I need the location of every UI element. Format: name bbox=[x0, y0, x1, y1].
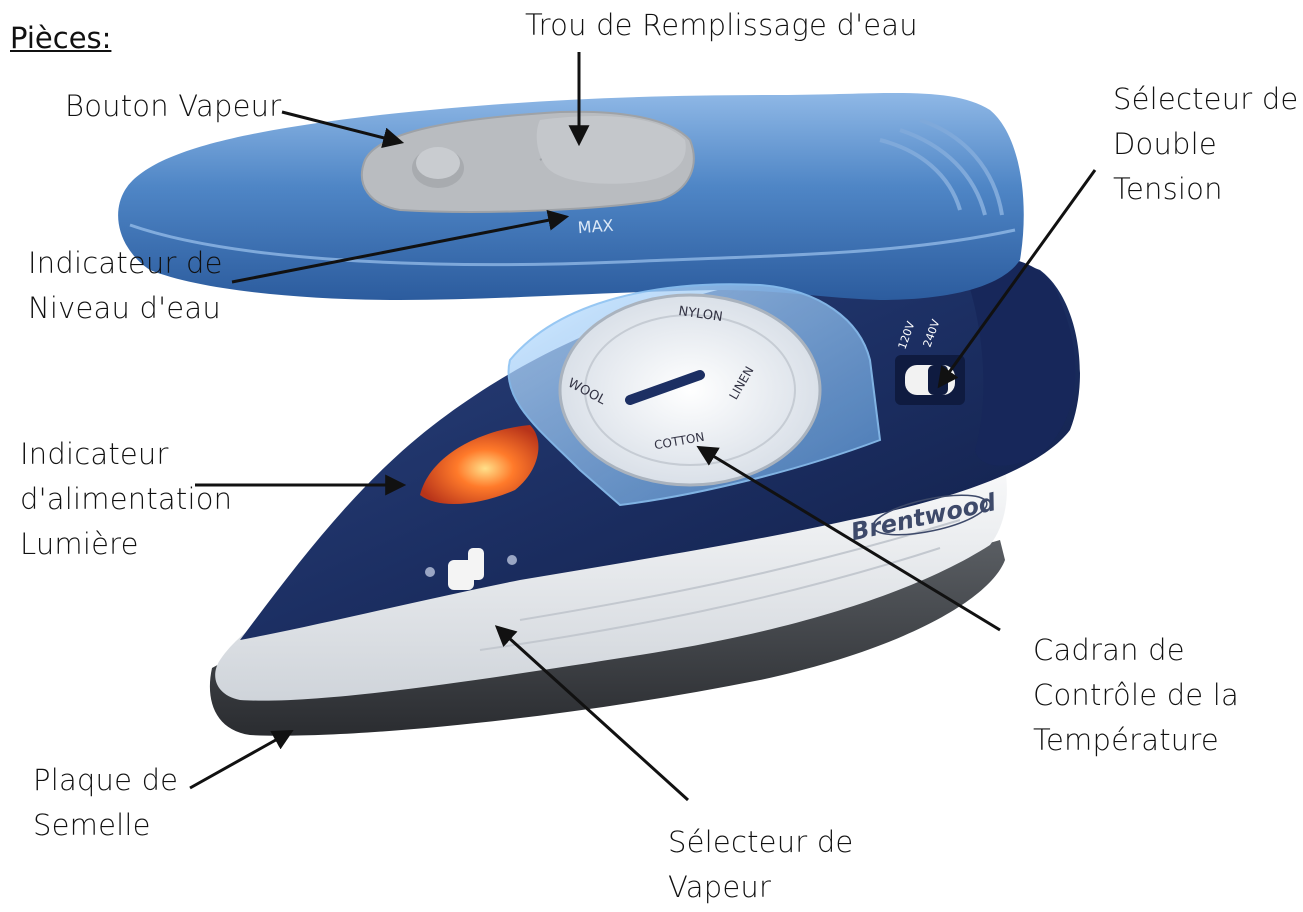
label-fill-hole: Trou de Remplissage d'eau bbox=[525, 8, 918, 42]
arrow-dual-voltage bbox=[937, 169, 1097, 389]
svg-text:NYLON: NYLON bbox=[677, 304, 723, 325]
label-power-light: Indicateur d'alimentation Lumière bbox=[20, 437, 233, 561]
arrow-steam-selector bbox=[494, 625, 690, 802]
arrow-steam-button bbox=[281, 110, 405, 149]
arrow-temp-dial bbox=[696, 445, 1001, 632]
label-dual-voltage: Sélecteur de Double Tension bbox=[1113, 82, 1299, 206]
arrow-soleplate bbox=[189, 729, 294, 790]
iron-rear bbox=[960, 256, 1076, 466]
steam-selector-slider bbox=[425, 548, 517, 590]
steam-button-knob bbox=[412, 147, 464, 188]
pointer-arrows bbox=[189, 52, 1097, 802]
temperature-dial: NYLON WOOL LINEN COTTON bbox=[558, 293, 822, 487]
label-temp-dial: Cadran de Contrôle de la Température bbox=[1033, 633, 1239, 757]
label-steam-selector: Sélecteur de Vapeur bbox=[668, 825, 854, 904]
label-steam-button: Bouton Vapeur bbox=[65, 89, 282, 123]
arrow-water-level bbox=[231, 209, 570, 284]
parts-heading: Pièces: bbox=[10, 21, 112, 55]
label-water-level: Indicateur de Niveau d'eau bbox=[28, 246, 223, 325]
power-indicator-lamp bbox=[420, 425, 539, 505]
label-soleplate: Plaque de Semelle bbox=[33, 763, 179, 842]
max-mark: MAX bbox=[577, 216, 614, 237]
